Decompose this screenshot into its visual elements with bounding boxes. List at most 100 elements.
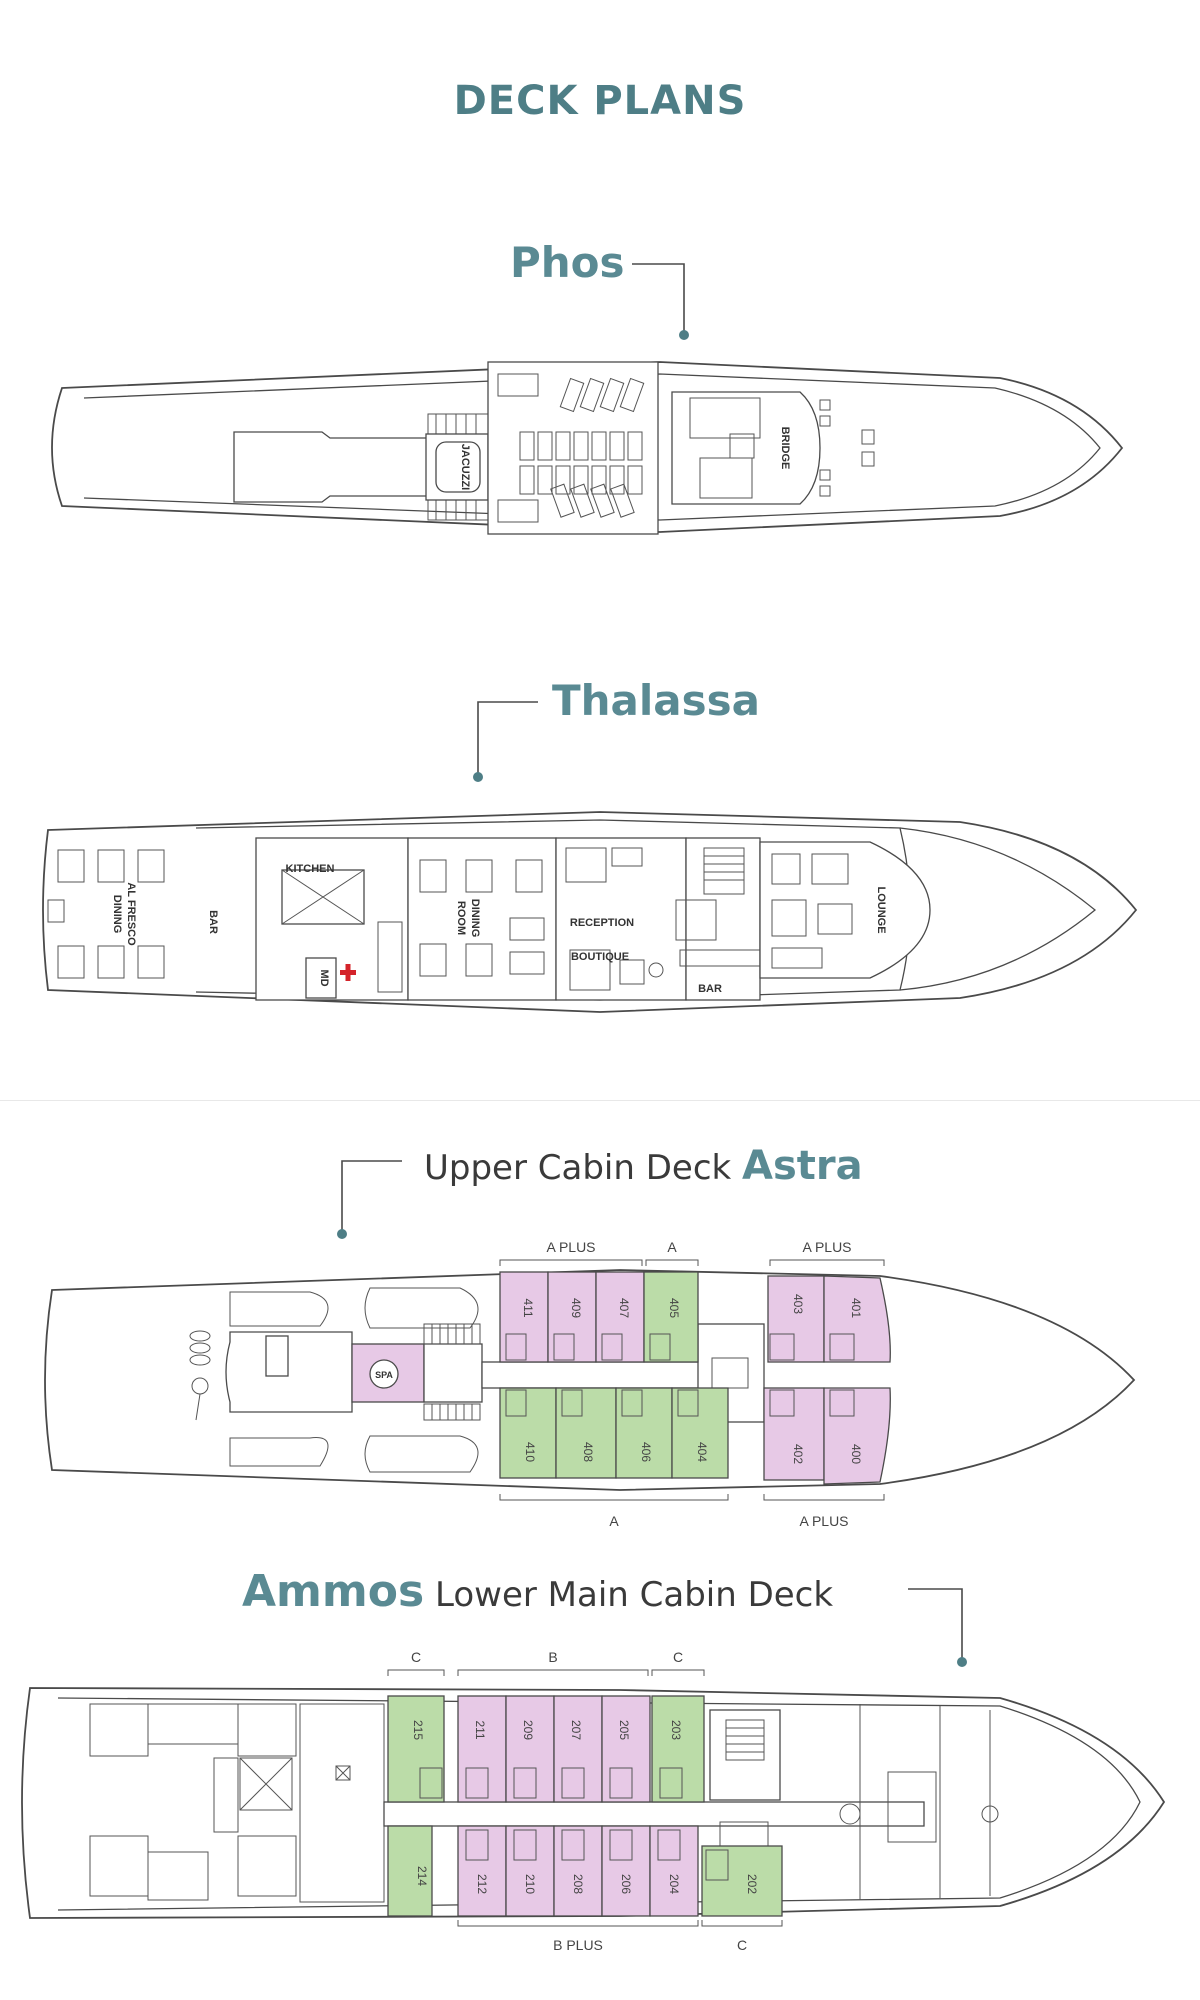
deck-title-astra: Upper Cabin Deck Astra <box>424 1143 863 1189</box>
phos-bridge-interior <box>689 397 875 499</box>
astra-cabin-label: 400 <box>849 1444 863 1464</box>
ammos-cabin-label: 203 <box>669 1720 683 1740</box>
astra-cabin-label: 407 <box>617 1298 631 1318</box>
phos-jacuzzi <box>435 441 481 493</box>
deck-plan-thalassa: AL FRESCO DINING BAR KITCHEN MD DINING R… <box>42 811 1138 1013</box>
thalassa-md-room <box>305 957 337 999</box>
ammos-cabin-209 <box>505 1695 555 1803</box>
astra-cabin-407 <box>595 1271 645 1363</box>
thalassa-dining-room <box>407 837 557 1001</box>
thalassa-boutique-label: BOUTIQUE <box>571 951 629 963</box>
astra-cabin-label: 401 <box>849 1298 863 1318</box>
thalassa-bar-fwd-label: BAR <box>698 983 722 995</box>
ammos-stairwell <box>709 1709 781 1801</box>
astra-prefix: Upper Cabin Deck <box>424 1148 732 1188</box>
deck-title-phos: Phos <box>510 238 625 287</box>
astra-aft-seating <box>189 1330 211 1421</box>
astra-aft-room <box>225 1331 353 1413</box>
phos-aft-platform <box>233 431 429 503</box>
ammos-cabin-205 <box>601 1695 651 1803</box>
thalassa-lounge <box>759 841 931 979</box>
thalassa-alfresco-label-2: DINING <box>111 895 123 934</box>
phos-deck-edge <box>83 373 1101 521</box>
thalassa-alfresco-label-1: AL FRESCO <box>125 882 137 946</box>
thalassa-reception-furniture <box>565 847 664 991</box>
thalassa-stairwell <box>685 837 761 1001</box>
medical-cross-icon <box>340 964 356 981</box>
astra-leader-line <box>341 1160 402 1232</box>
ammos-stairs <box>719 1719 769 1863</box>
thalassa-bow-line <box>899 827 1097 991</box>
ammos-cabin-203 <box>651 1695 705 1803</box>
deck-title-ammos: Ammos Lower Main Cabin Deck <box>242 1566 833 1617</box>
astra-cabin-bathrooms <box>505 1333 855 1417</box>
astra-cabin-label: 409 <box>569 1298 583 1318</box>
ammos-inner-hull <box>57 1697 1141 1911</box>
ammos-cabin-label: 207 <box>569 1720 583 1740</box>
astra-cat-aplus-top-1: A PLUS <box>546 1239 595 1255</box>
ammos-cabin-215 <box>387 1695 445 1803</box>
thalassa-lounge-label: LOUNGE <box>875 886 887 933</box>
astra-aft-locker <box>265 1335 289 1377</box>
ammos-cabin-211 <box>457 1695 507 1803</box>
ammos-cabin-bathrooms <box>419 1767 729 1881</box>
thalassa-dining-label-1: DINING <box>469 899 481 938</box>
ammos-cabin-label: 202 <box>745 1874 759 1894</box>
thalassa-alfresco-tables <box>47 849 165 979</box>
phos-leader-line <box>632 263 685 332</box>
ammos-category-brackets <box>387 1669 783 1927</box>
astra-cabin-label: 402 <box>791 1444 805 1464</box>
section-divider <box>0 1100 1200 1101</box>
thalassa-reception-label: RECEPTION <box>570 917 634 929</box>
astra-spa-tub <box>369 1359 399 1389</box>
astra-cabin-label: 411 <box>521 1298 535 1317</box>
ammos-cabin-label: 209 <box>521 1720 535 1740</box>
astra-cabin-411 <box>499 1271 549 1363</box>
thalassa-leader-dot <box>473 772 483 782</box>
deck-plan-astra: A PLUS A A PLUS A A PLUS SPA 411 <box>44 1239 1136 1529</box>
astra-lifeboats <box>229 1287 479 1473</box>
astra-name: Astra <box>742 1143 863 1189</box>
astra-cabin-405 <box>643 1271 699 1363</box>
phos-sundeck <box>487 361 659 535</box>
phos-bridge <box>671 391 821 505</box>
astra-spa-stairs <box>423 1323 481 1421</box>
ammos-name: Ammos <box>242 1566 425 1617</box>
deck-title-thalassa: Thalassa <box>552 676 760 725</box>
astra-cabin-label: 406 <box>639 1442 653 1462</box>
astra-leader-dot <box>337 1229 347 1239</box>
astra-cabin-label: 404 <box>695 1442 709 1462</box>
phos-bridge-label: BRIDGE <box>779 427 791 470</box>
ammos-fwd-compartments <box>839 1704 999 1900</box>
astra-cabin-label: 408 <box>581 1442 595 1462</box>
deck-plan-ammos: C B C B PLUS C 215 211 209 207 205 <box>21 1649 1166 1953</box>
ammos-cabin-label: 215 <box>411 1720 425 1740</box>
ammos-leader-line <box>908 1588 963 1660</box>
astra-cabin-label: 403 <box>791 1294 805 1314</box>
ammos-cat-b-top: B <box>548 1649 557 1665</box>
astra-cabin-409 <box>547 1271 597 1363</box>
thalassa-lift <box>281 869 365 925</box>
thalassa-lounge-furniture <box>771 853 853 969</box>
phos-loungers <box>497 373 645 523</box>
ammos-cabin-label: 211 <box>473 1720 487 1739</box>
thalassa-dining-tables <box>377 859 545 993</box>
ammos-cabin-label: 206 <box>619 1874 633 1894</box>
astra-gym <box>423 1343 483 1403</box>
thalassa-md-label: MD <box>318 969 330 986</box>
astra-cabin-401 <box>823 1275 891 1363</box>
deck-plan-phos: JACUZZI BRIDGE <box>51 361 1124 535</box>
ammos-cabin-212 <box>457 1825 507 1917</box>
astra-cat-a-bottom: A <box>609 1513 619 1529</box>
astra-cat-aplus-top-2: A PLUS <box>802 1239 851 1255</box>
ammos-cabin-label: 208 <box>571 1874 585 1894</box>
ammos-cabin-label: 205 <box>617 1720 631 1740</box>
astra-cat-a-top: A <box>667 1239 677 1255</box>
astra-cabin-406 <box>615 1387 673 1479</box>
ammos-corridor <box>383 1801 925 1827</box>
ammos-cabin-206 <box>601 1825 651 1917</box>
ammos-cabin-label: 212 <box>475 1874 489 1894</box>
ammos-cabin-208 <box>553 1825 603 1917</box>
ammos-cabin-207 <box>553 1695 603 1803</box>
